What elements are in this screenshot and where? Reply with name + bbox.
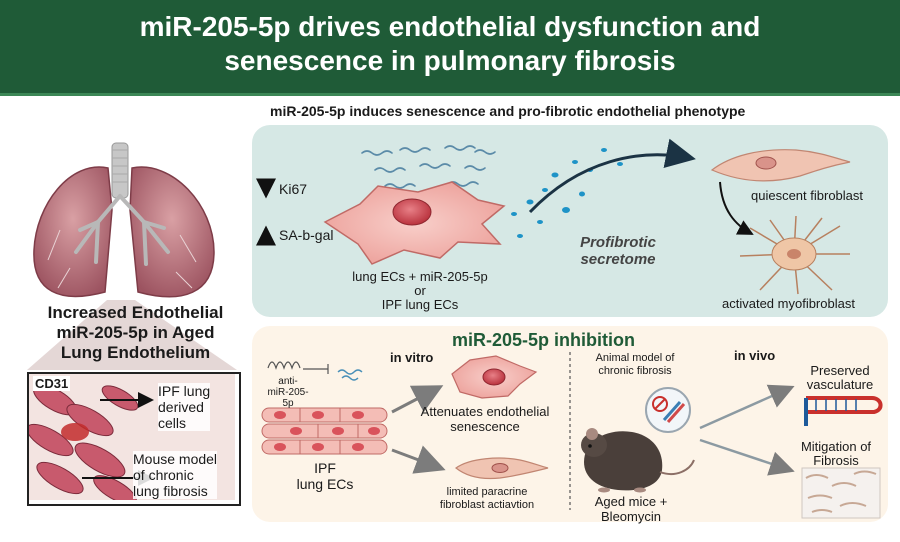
aged-endothelium-heading: Increased Endothelial miR-205-5p in Aged…	[47, 303, 224, 362]
title-underline	[0, 93, 900, 96]
no-icon	[652, 396, 668, 412]
quiescent-fibroblast-icon	[710, 149, 851, 182]
paracrine-outcome-label: limited paracrine fibroblast actiavtion	[439, 486, 535, 511]
vessel-icon	[804, 396, 883, 426]
ipf-ecs-label: IPF lung ECs	[296, 460, 354, 492]
secretome-arrow	[528, 138, 696, 214]
mirna-target-icon	[337, 369, 363, 381]
nucleus-icon	[392, 198, 432, 226]
mouse-icon	[581, 428, 695, 493]
cell-caption: lung ECs + miR-205-5p or IPF lung ECs	[352, 269, 488, 312]
activation-arrow	[719, 181, 754, 235]
mice-caption: Aged mice + Bleomycin	[594, 494, 668, 524]
inset-item-ipf: IPF lung derived cells	[158, 383, 211, 431]
marker-ki67: Ki67	[279, 181, 308, 197]
paracrine-outcome-arrow	[391, 445, 446, 474]
vasculature-outcome-label: Preserved vasculature	[806, 363, 874, 392]
senescence-outcome-arrow	[391, 385, 444, 414]
fibrosis-outcome-arrow	[699, 438, 795, 476]
cd31-label: CD31	[33, 376, 71, 391]
senescence-outcome-label: Attenuates endothelial senescence	[420, 404, 550, 434]
secretome-dots-icon	[511, 148, 623, 238]
right-lung-icon	[129, 166, 215, 298]
tissue-icon	[801, 467, 881, 519]
in-vivo-label: in vivo	[734, 348, 776, 363]
marker-sa-b-gal: SA-b-gal	[279, 227, 334, 243]
profibrotic-secretome-label: Profibrotic secretome	[580, 234, 656, 268]
left-lung-icon	[33, 166, 113, 298]
inset-item-mouse: Mouse model of chronic lung fibrosis	[133, 451, 218, 499]
inhibition-heading: miR-205-5p inhibition	[452, 330, 636, 350]
title-banner	[0, 0, 900, 93]
senescence-heading: miR-205-5p induces senescence and pro-fi…	[270, 103, 746, 119]
activated-myofibroblast-label: activated myofibroblast	[722, 296, 855, 311]
anti-mir-icon	[267, 361, 329, 374]
magnifier-icon	[645, 387, 691, 433]
in-vitro-label: in vitro	[390, 350, 434, 365]
animal-model-label: Animal model of chronic fibrosis	[595, 352, 675, 377]
anti-mir-label: anti- miR-205-5p	[267, 376, 309, 409]
page-title: miR-205-5p drives endothelial dysfunctio…	[139, 11, 761, 76]
quiescent-fibroblast-label: quiescent fibroblast	[751, 188, 864, 203]
zoom-wedge	[27, 300, 237, 370]
fibrosis-outcome-label: Mitigation of Fibrosis	[800, 439, 872, 468]
vasculature-outcome-arrow	[699, 384, 795, 430]
